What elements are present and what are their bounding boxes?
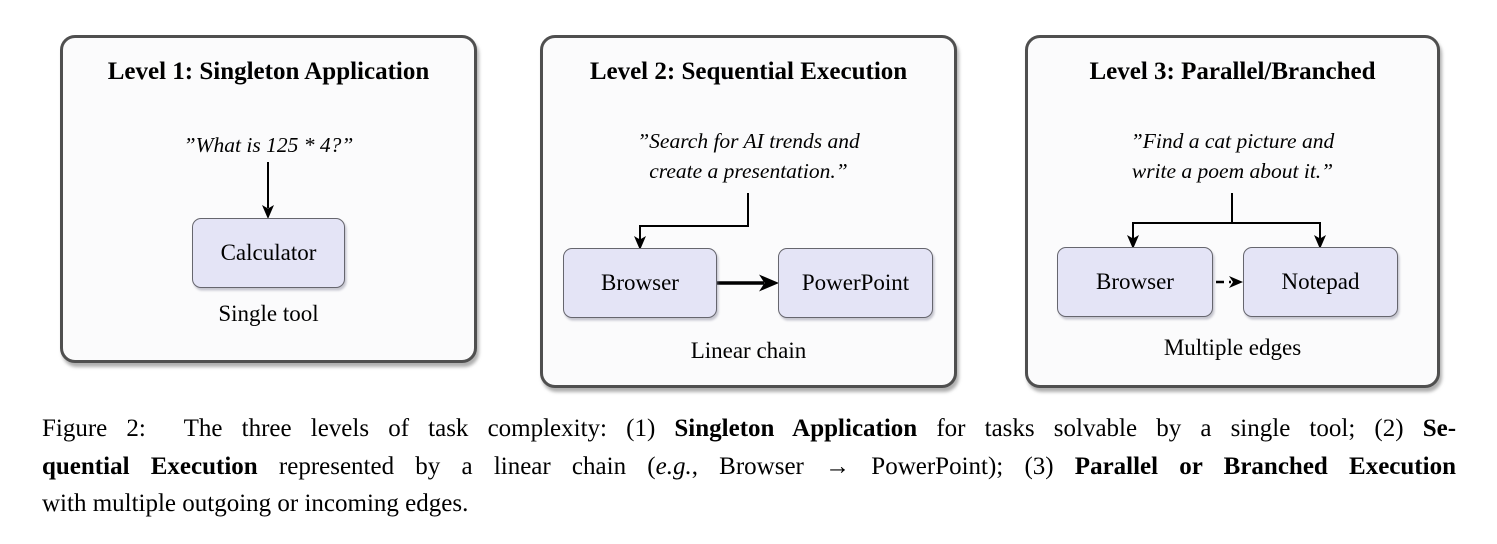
quote-line: ”Find a cat picture and [1130,129,1335,153]
node-notepad: Notepad [1243,247,1398,317]
node-label: Notepad [1281,269,1360,294]
panel-2-flow-label: Linear chain [690,338,807,363]
panel-3-title: Level 3: Parallel/Branched [1089,58,1376,85]
panel-1-flow-label: Single tool [218,301,319,326]
panel-level-1: Level 1: Singleton Application ”What is … [60,35,477,363]
panel-1-title: Level 1: Singleton Application [107,58,430,85]
down-arrow [262,162,274,219]
panel-3-connectors [1127,193,1326,288]
figure-caption: Figure 2: The three levels of task compl… [42,410,1456,523]
node-label: Calculator [220,240,317,265]
quote-line: create a presentation.” [649,159,848,183]
query-to-calculator-arrow [262,162,274,219]
caption-line-3: with multiple outgoing or incoming edges… [42,490,469,517]
caption-line-2: quential Execution represented by a line… [42,452,1456,480]
node-calculator: Calculator [192,218,345,288]
panel-1-query-quote: ”What is 125 * 4?” [63,130,474,160]
panel-2-query-quote: ”Search for AI trends and create a prese… [543,126,954,186]
panel-2-connectors [634,193,779,292]
panel-level-2: Level 2: Sequential Execution ”Search fo… [540,35,957,388]
node-label: Browser [1096,269,1174,294]
node-label: PowerPoint [801,270,910,295]
query-to-browser-elbow-arrow [634,193,749,250]
quote-line: ”What is 125 * 4?” [183,133,354,157]
quote-line: ”Search for AI trends and [637,129,860,153]
node-browser: Browser [563,248,717,318]
panel-2-title: Level 2: Sequential Execution [589,58,908,85]
node-powerpoint: PowerPoint [778,248,933,318]
quote-line: write a poem about it.” [1131,159,1334,183]
browser-to-powerpoint-arrow [717,274,779,292]
browser-to-notepad-dashed-arrow [1216,276,1243,288]
panel-3-flow-label: Multiple edges [1163,335,1302,360]
panel-3-query-quote: ”Find a cat picture and write a poem abo… [1028,126,1437,186]
node-label: Browser [601,270,679,295]
panel-level-3: Level 3: Parallel/Branched ”Find a cat p… [1025,35,1440,388]
query-branch-lines [1127,193,1326,249]
caption-line-1: Figure 2: The three levels of task compl… [42,415,1457,442]
node-browser: Browser [1057,247,1213,317]
